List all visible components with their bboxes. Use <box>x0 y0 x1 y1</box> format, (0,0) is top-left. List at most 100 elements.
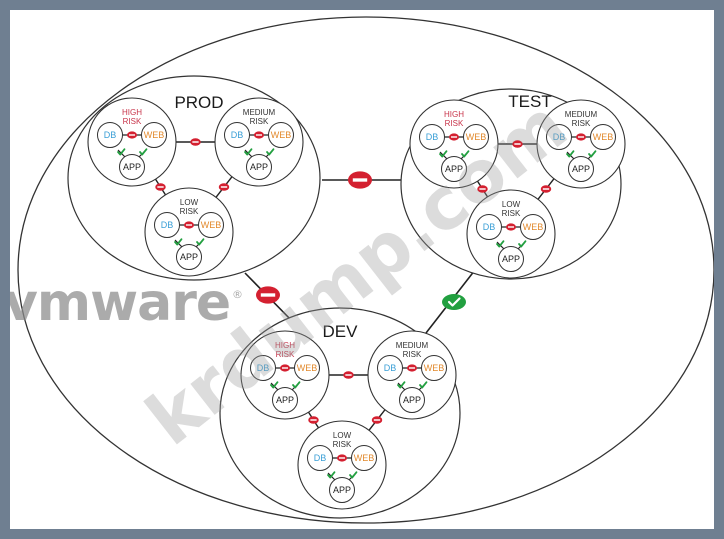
risk-label-line1: HIGH <box>122 108 142 117</box>
app-node <box>176 244 202 270</box>
app-node <box>119 154 145 180</box>
app-node <box>568 156 594 182</box>
risk-label-line2: RISK <box>502 209 521 218</box>
risk-label-line1: MEDIUM <box>565 110 598 119</box>
check-icon <box>292 381 301 389</box>
db-node <box>307 445 333 471</box>
no-entry-icon <box>254 131 264 139</box>
zone-boundary <box>409 99 499 189</box>
check-icon <box>566 150 575 158</box>
outer-boundary <box>17 16 714 524</box>
zone-boundary <box>536 99 626 189</box>
app-node <box>246 154 272 180</box>
no-entry-icon <box>190 138 201 146</box>
no-entry-icon <box>477 185 488 193</box>
web-node <box>463 124 489 150</box>
check-icon <box>518 240 527 248</box>
db-label: DB <box>231 130 244 140</box>
no-entry-icon <box>506 223 516 231</box>
check-icon <box>117 148 126 156</box>
db-node <box>476 214 502 240</box>
db-node <box>154 212 180 238</box>
no-entry-icon <box>512 140 523 148</box>
db-label: DB <box>483 222 496 232</box>
watermark-brand: vmware <box>10 273 230 333</box>
app-label: APP <box>333 485 351 495</box>
app-node <box>498 246 524 272</box>
risk-label-line1: HIGH <box>275 341 295 350</box>
no-entry-icon <box>449 133 459 141</box>
web-node <box>520 214 546 240</box>
app-node <box>399 387 425 413</box>
db-label: DB <box>257 363 270 373</box>
web-node <box>198 212 224 238</box>
web-node <box>268 122 294 148</box>
web-label: WEB <box>271 130 292 140</box>
env-label-test: TEST <box>508 92 551 111</box>
db-node <box>250 355 276 381</box>
web-node <box>294 355 320 381</box>
check-icon <box>174 238 183 246</box>
zone-boundary <box>367 330 457 420</box>
risk-label-line2: RISK <box>403 350 422 359</box>
risk-label-line1: LOW <box>180 198 199 207</box>
web-label: WEB <box>466 132 487 142</box>
no-entry-icon <box>280 364 290 372</box>
no-entry-icon <box>127 131 137 139</box>
check-icon <box>270 381 279 389</box>
db-label: DB <box>161 220 174 230</box>
no-entry-icon <box>348 171 372 189</box>
db-label: DB <box>553 132 566 142</box>
risk-label-line2: RISK <box>276 350 295 359</box>
web-node <box>421 355 447 381</box>
risk-label-line1: MEDIUM <box>396 341 429 350</box>
check-icon <box>588 150 597 158</box>
web-node <box>141 122 167 148</box>
web-node <box>590 124 616 150</box>
web-label: WEB <box>523 222 544 232</box>
app-label: APP <box>250 162 268 172</box>
risk-label-line2: RISK <box>250 117 269 126</box>
check-icon <box>397 381 406 389</box>
env-label-prod: PROD <box>174 93 223 112</box>
check-icon <box>327 471 336 479</box>
app-label: APP <box>276 395 294 405</box>
no-entry-icon <box>540 185 552 193</box>
db-node <box>546 124 572 150</box>
check-icon <box>419 381 428 389</box>
no-entry-icon <box>407 364 417 372</box>
no-entry-icon <box>256 286 280 304</box>
check-icon <box>349 471 358 479</box>
allow-badge <box>442 294 466 310</box>
app-label: APP <box>403 395 421 405</box>
no-entry-icon <box>218 183 230 191</box>
risk-label-line2: RISK <box>333 440 352 449</box>
db-label: DB <box>104 130 117 140</box>
zone-boundary <box>87 97 177 187</box>
check-icon <box>496 240 505 248</box>
db-node <box>419 124 445 150</box>
web-label: WEB <box>297 363 318 373</box>
check-icon <box>196 238 205 246</box>
check-icon <box>244 148 253 156</box>
app-node <box>272 387 298 413</box>
check-icon <box>461 150 470 158</box>
